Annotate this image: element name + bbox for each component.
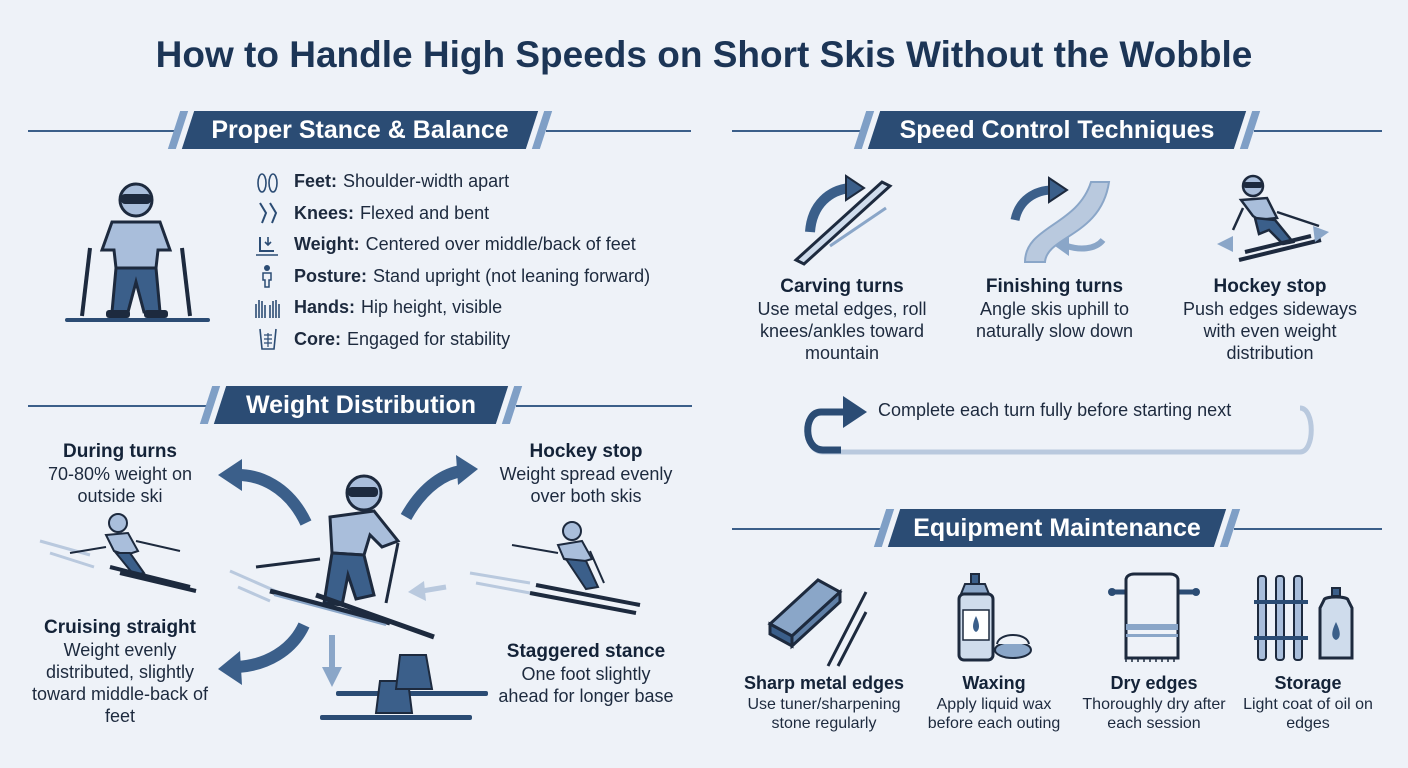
divider xyxy=(732,130,860,132)
divider xyxy=(732,528,880,530)
speed-hockey: Hockey stop Push edges sideways with eve… xyxy=(1182,276,1358,363)
weight-hockey: Hockey stop Weight spread evenly over bo… xyxy=(499,441,673,506)
list-item: Core:Engaged for stability xyxy=(252,324,650,356)
speed-finishing: Finishing turns Angle skis uphill to nat… xyxy=(975,276,1134,341)
page-title: How to Handle High Speeds on Short Skis … xyxy=(155,34,1253,75)
section-title-speed: Speed Control Techniques xyxy=(899,116,1215,144)
list-item: Posture:Stand upright (not leaning forwa… xyxy=(252,261,650,293)
divider xyxy=(1254,130,1382,132)
sharpening-stone-icon xyxy=(767,578,868,667)
core-icon xyxy=(259,329,277,351)
weight-distribution-illustration xyxy=(39,455,641,720)
finishing-turns-icon xyxy=(1010,176,1111,263)
hockey-stop-icon xyxy=(1217,174,1329,262)
section-title-weight: Weight Distribution xyxy=(245,391,477,419)
u-turn-arrow-icon xyxy=(804,396,1314,455)
section-banner-stance: Proper Stance & Balance xyxy=(167,111,553,149)
divider xyxy=(28,405,206,407)
speed-tip: Complete each turn fully before starting… xyxy=(878,400,1232,420)
section-banner-weight: Weight Distribution xyxy=(199,386,523,424)
list-item: Weight:Centered over middle/back of feet xyxy=(252,229,650,261)
divider xyxy=(1234,528,1382,530)
list-item: Knees:Flexed and bent xyxy=(252,198,650,230)
weight-cruising: Cruising straight Weight evenly distribu… xyxy=(31,617,209,726)
equipment-edges: Sharp metal edges Use tuner/sharpening s… xyxy=(743,673,905,733)
section-title-stance: Proper Stance & Balance xyxy=(211,116,509,144)
weight-icon xyxy=(256,236,278,256)
wax-bottle-icon xyxy=(957,573,1032,662)
divider xyxy=(28,130,174,132)
divider xyxy=(516,405,692,407)
standing-skier-icon xyxy=(65,182,210,322)
equipment-waxing: Waxing Apply liquid wax before each outi… xyxy=(927,673,1061,733)
footprints-icon xyxy=(257,172,278,193)
ski-rack-icon xyxy=(1254,575,1354,661)
weight-staggered: Staggered stance One foot slightly ahead… xyxy=(498,641,674,706)
section-banner-equipment: Equipment Maintenance xyxy=(873,509,1241,547)
hands-icon xyxy=(255,299,280,318)
small-skier-turns xyxy=(39,513,197,593)
speed-carving: Carving turns Use metal edges, roll knee… xyxy=(757,276,927,363)
section-banner-speed: Speed Control Techniques xyxy=(853,111,1261,149)
small-skier-hockey xyxy=(469,521,641,615)
weight-turns: During turns 70-80% weight on outside sk… xyxy=(47,441,193,506)
divider xyxy=(546,130,691,132)
towel-icon xyxy=(1108,572,1200,662)
list-item: Hands:Hip height, visible xyxy=(252,292,650,324)
equipment-dry: Dry edges Thoroughly dry after each sess… xyxy=(1082,673,1226,733)
section-title-equipment: Equipment Maintenance xyxy=(913,514,1201,542)
person-icon xyxy=(262,265,272,288)
list-item: Feet:Shoulder-width apart xyxy=(252,166,650,198)
equipment-storage: Storage Light coat of oil on edges xyxy=(1243,673,1373,733)
carving-turns-icon xyxy=(793,174,893,266)
stance-list: Feet:Shoulder-width apart Knees:Flexed a… xyxy=(252,166,650,355)
knee-icon xyxy=(259,202,278,224)
